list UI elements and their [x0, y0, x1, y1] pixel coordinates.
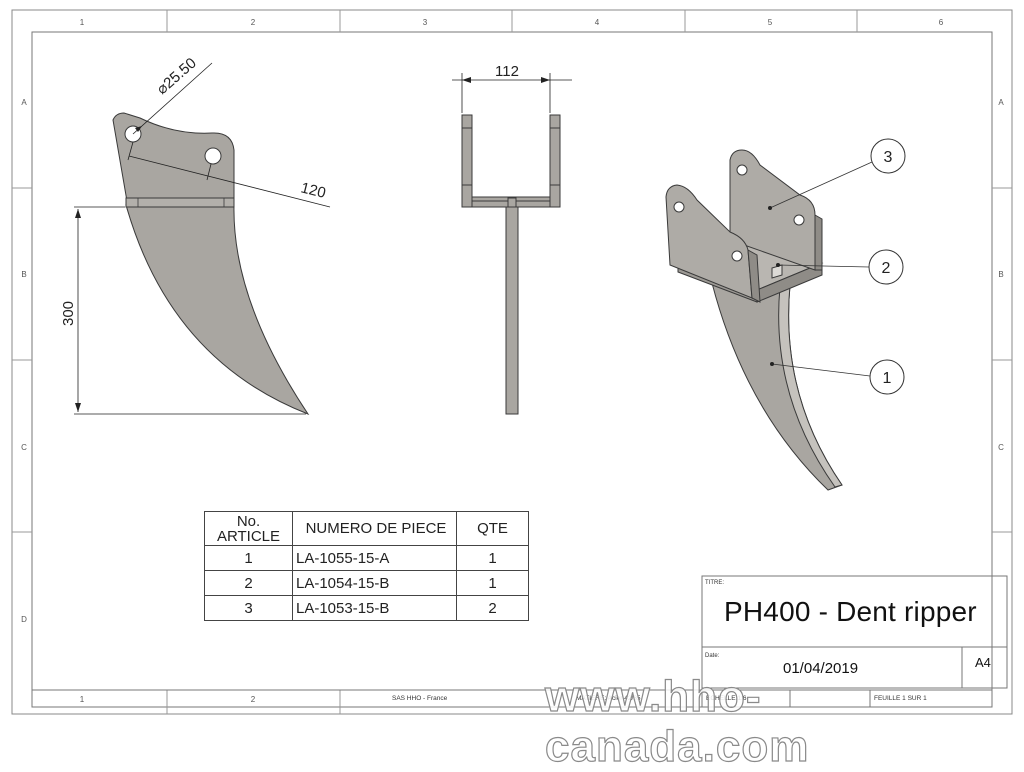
row-label-a-left: A: [21, 98, 27, 107]
row-label-b-left: B: [21, 270, 26, 279]
balloon-3-label: 3: [884, 149, 893, 166]
bom-cell-qty: 1: [456, 570, 529, 596]
iso-view-rear-hole-lower: [793, 214, 805, 226]
side-view-tooth: [112, 112, 235, 208]
bom-cell-qty: 2: [456, 595, 529, 621]
dimension-width: 112: [495, 63, 519, 80]
col-label-3: 3: [423, 18, 428, 27]
col-label-4: 4: [595, 18, 600, 27]
bill-of-materials: No.ARTICLE NUMERO DE PIECE QTE 1 LA-1055…: [204, 511, 529, 621]
dimension-hole-spacing: 120: [299, 179, 327, 202]
row-label-b-right: B: [998, 270, 1003, 279]
sheet-info: FEUILLE 1 SUR 1: [874, 695, 927, 702]
col-label-5: 5: [768, 18, 773, 27]
balloon-1: [869, 359, 905, 395]
watermark: www.hho-canada.com: [544, 671, 810, 771]
drawing-sheet: 1 2 3 4 5 6 A B C D A B C 1 2 ⌀25.50 120: [11, 9, 1013, 715]
zone-ticks: [12, 10, 1012, 714]
side-view-blade: [125, 204, 310, 416]
col-label-1: 1: [80, 18, 85, 27]
drawing-title: PH400 - Dent ripper: [724, 596, 977, 627]
table-row: 1 LA-1055-15-A 1: [204, 545, 529, 571]
iso-view-front-hole-lower: [731, 250, 743, 262]
scale-info: ECHELLE:1:6: [706, 695, 747, 702]
sheet-format: A4: [975, 655, 991, 670]
row-label-c-left: C: [21, 443, 27, 452]
iso-view-rear-ear: [729, 149, 816, 271]
bom-header-row: No.ARTICLE NUMERO DE PIECE QTE: [204, 511, 529, 546]
bottom-col-label-2: 2: [251, 695, 256, 704]
front-view-right-ear: [549, 114, 561, 208]
front-view-left-ear: [461, 114, 473, 208]
bom-cell-part: LA-1054-15-B: [292, 570, 457, 596]
side-view-plate: [125, 197, 235, 208]
balloon-3: [870, 138, 906, 174]
date-label: Date:: [705, 653, 720, 659]
row-label-d-left: D: [21, 615, 27, 624]
row-label-c-right: C: [998, 443, 1004, 452]
bom-cell-article: 1: [204, 545, 293, 571]
col-label-6: 6: [939, 18, 944, 27]
bom-header-part: NUMERO DE PIECE: [292, 511, 457, 546]
table-row: 2 LA-1054-15-B 1: [204, 570, 529, 596]
iso-view-front-ear: [665, 184, 753, 299]
balloon-1-label: 1: [883, 370, 892, 387]
bom-cell-article: 2: [204, 570, 293, 596]
bom-header-article: No.ARTICLE: [204, 511, 293, 546]
bottom-col-label-1: 1: [80, 695, 85, 704]
drawing-date: 01/04/2019: [783, 660, 859, 677]
bom-cell-article: 3: [204, 595, 293, 621]
balloon-2: [868, 249, 904, 285]
bom-header-qty: QTE: [456, 511, 529, 546]
side-view: ⌀25.50 120 300: [60, 55, 331, 416]
title-block-lines: [32, 575, 1008, 707]
table-row: 3 LA-1053-15-B 2: [204, 595, 529, 621]
title-label: TITRE:: [705, 580, 724, 586]
front-view-blade: [505, 206, 519, 415]
bom-cell-part: LA-1053-15-B: [292, 595, 457, 621]
front-view: [461, 114, 561, 415]
dimension-diameter: ⌀25.50: [153, 55, 199, 98]
iso-view-rear-hole-upper: [736, 164, 748, 176]
bom-cell-part: LA-1055-15-A: [292, 545, 457, 571]
col-label-2: 2: [251, 18, 256, 27]
bom-cell-qty: 1: [456, 545, 529, 571]
dimension-height: 300: [60, 301, 77, 326]
dimension-width-lines: [452, 73, 572, 113]
material-info: MATIERE: Acier 42/35: [576, 695, 641, 702]
iso-view: [665, 149, 843, 491]
balloon-2-label: 2: [882, 260, 891, 277]
iso-view-front-hole-upper: [673, 201, 685, 213]
side-view-hole-lower: [204, 147, 222, 165]
company-name: SAS HHO - France: [392, 695, 448, 702]
row-label-a-right: A: [998, 98, 1004, 107]
balloon-leaders: [769, 161, 873, 377]
